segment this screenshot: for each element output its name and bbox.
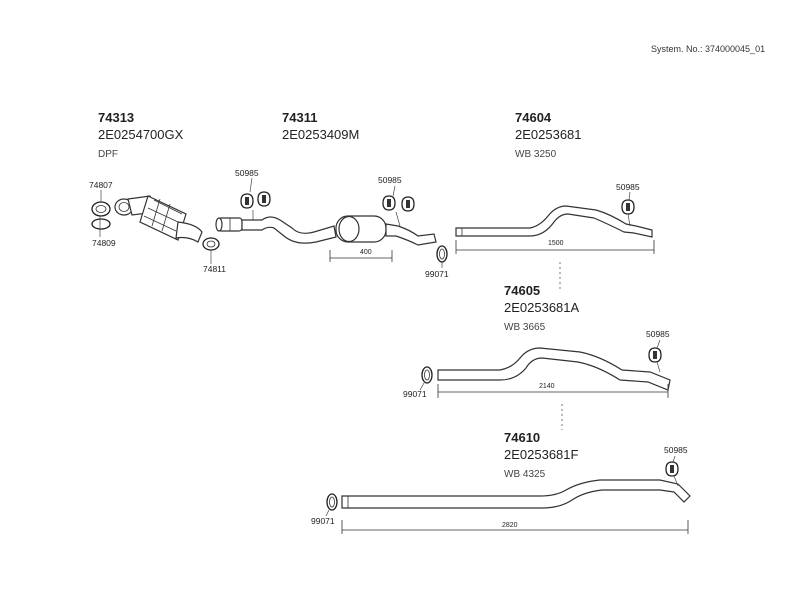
callout-99071-c: 99071 bbox=[311, 516, 335, 526]
callout-50985-c: 50985 bbox=[616, 182, 640, 192]
clamp-99071-b-icon bbox=[421, 366, 433, 384]
clamp-74811-icon bbox=[202, 237, 220, 251]
callout-74811: 74811 bbox=[203, 264, 227, 274]
tailpipe-74605 bbox=[419, 339, 671, 398]
part-74605-number: 74605 bbox=[504, 283, 541, 298]
part-74311-code: 2E0253409M bbox=[282, 127, 360, 142]
callout-74809: 74809 bbox=[92, 238, 116, 248]
clamp-74807-icon bbox=[91, 201, 111, 217]
clamp-99071-a-icon bbox=[436, 245, 448, 263]
part-74610-number: 74610 bbox=[504, 430, 541, 445]
part-74610-note: WB 4325 bbox=[504, 469, 546, 480]
dpf-body bbox=[139, 195, 187, 241]
callout-74807: 74807 bbox=[89, 180, 113, 190]
clamp-99071-c-icon bbox=[326, 493, 338, 511]
part-74311-number: 74311 bbox=[282, 110, 318, 125]
middle-section-74311 bbox=[215, 177, 448, 268]
part-74313-note: DPF bbox=[98, 149, 118, 160]
callout-50985-d: 50985 bbox=[646, 329, 670, 339]
system-number: System. No.: 374000045_01 bbox=[651, 44, 766, 54]
part-74605-code: 2E0253681A bbox=[504, 300, 580, 315]
part-74313-number: 74313 bbox=[98, 110, 135, 125]
part-74313-code: 2E0254700GX bbox=[98, 127, 184, 142]
tailpipe-74610 bbox=[325, 455, 691, 534]
part-74604-number: 74604 bbox=[515, 110, 552, 125]
dimension-1500: 1500 bbox=[548, 240, 564, 247]
callout-50985-a: 50985 bbox=[235, 168, 259, 178]
callout-50985-b: 50985 bbox=[378, 175, 402, 185]
callout-99071-b: 99071 bbox=[403, 389, 427, 399]
part-74604-note: WB 3250 bbox=[515, 149, 557, 160]
dimension-400: 400 bbox=[360, 249, 372, 256]
callout-99071-a: 99071 bbox=[425, 269, 449, 279]
dpf-assembly bbox=[91, 190, 220, 264]
gasket-74809-icon bbox=[91, 218, 111, 230]
callout-50985-e: 50985 bbox=[664, 445, 688, 455]
dimension-2820: 2820 bbox=[502, 522, 518, 529]
dimension-2140: 2140 bbox=[539, 383, 555, 390]
part-74605-note: WB 3665 bbox=[504, 322, 546, 333]
tailpipe-74604 bbox=[455, 191, 655, 254]
part-74610-code: 2E0253681F bbox=[504, 447, 579, 462]
part-74604-code: 2E0253681 bbox=[515, 127, 582, 142]
